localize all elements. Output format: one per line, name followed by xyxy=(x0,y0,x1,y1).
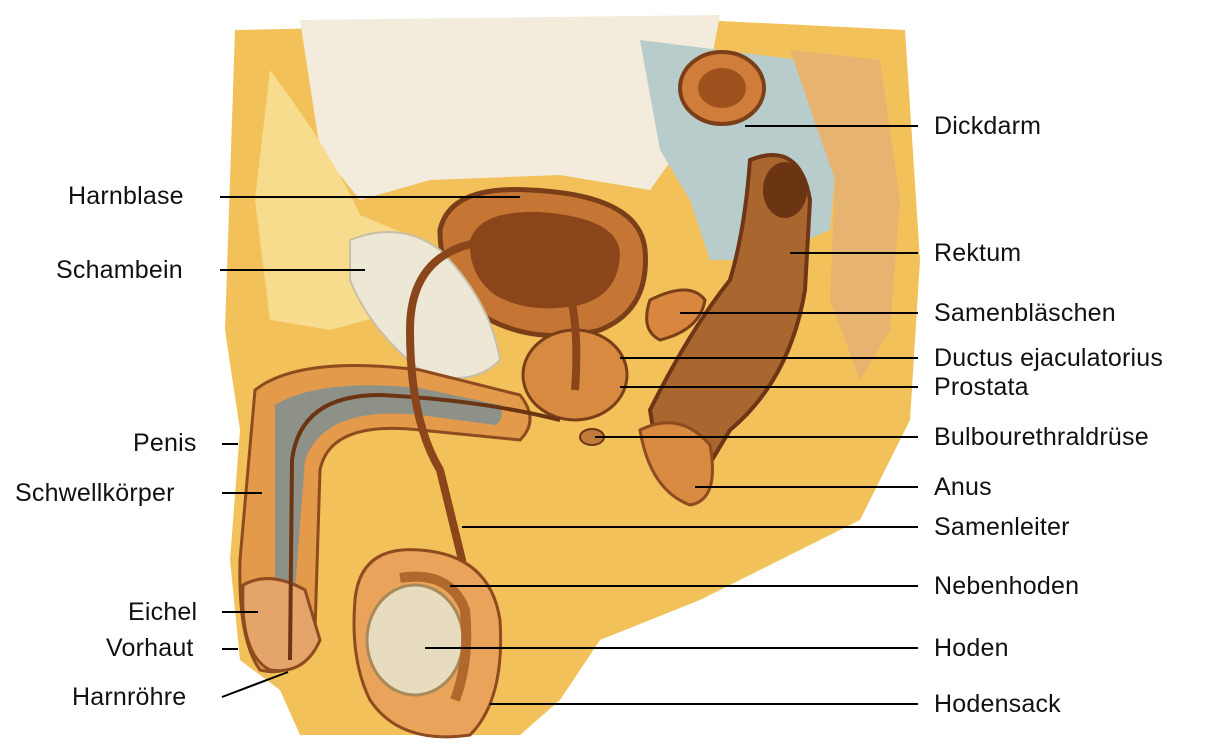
label-prostata: Prostata xyxy=(934,373,1029,401)
label-penis: Penis xyxy=(133,429,197,457)
label-hodensack: Hodensack xyxy=(934,690,1061,718)
label-schwellkoerper: Schwellkörper xyxy=(15,479,175,507)
label-harnroehre: Harnröhre xyxy=(72,683,186,711)
label-vorhaut: Vorhaut xyxy=(106,634,194,662)
colon-lumen xyxy=(698,68,746,108)
label-rektum: Rektum xyxy=(934,239,1021,267)
label-hoden: Hoden xyxy=(934,634,1009,662)
label-samenleiter: Samenleiter xyxy=(934,513,1070,541)
label-nebenhoden: Nebenhoden xyxy=(934,572,1079,600)
label-anus: Anus xyxy=(934,473,992,501)
label-eichel: Eichel xyxy=(128,598,197,626)
label-ductus: Ductus ejaculatorius xyxy=(934,344,1163,372)
label-bulbo: Bulbourethraldrüse xyxy=(934,423,1149,451)
testis xyxy=(367,585,463,695)
label-harnblase: Harnblase xyxy=(68,182,184,210)
rectum-lumen xyxy=(763,162,807,218)
label-samenblaeschen: Samenbläschen xyxy=(934,299,1116,327)
label-schambein: Schambein xyxy=(56,256,183,284)
label-dickdarm: Dickdarm xyxy=(934,112,1041,140)
